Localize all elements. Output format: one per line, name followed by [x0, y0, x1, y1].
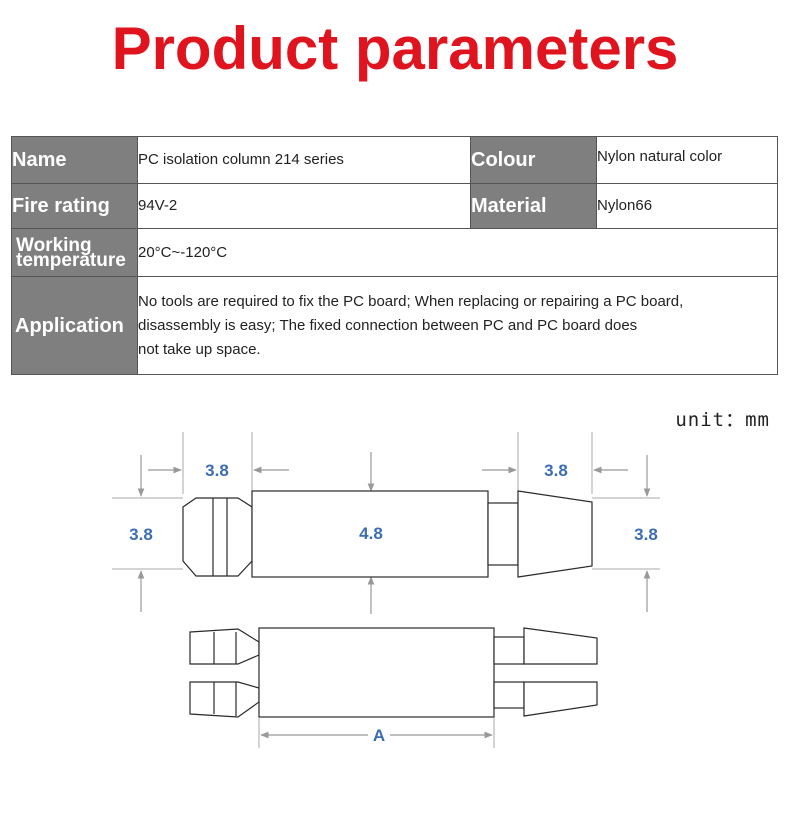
name-label: Name [11, 136, 138, 184]
dimension-labels: 3.8 3.8 3.8 4.8 3.8 A [129, 461, 658, 745]
working-label-line2: temperature [16, 249, 126, 271]
spacer-bottom-view [189, 627, 598, 718]
dim-bottom-length: A [373, 726, 385, 745]
table-row: Fire rating 94V-2 Material Nylon66 [11, 183, 778, 229]
extension-lines [112, 432, 660, 748]
parameters-table: Name PC isolation column 214 series Colo… [11, 136, 778, 375]
application-label: Application [11, 276, 138, 375]
table-row: Application No tools are required to fix… [11, 276, 778, 375]
dim-left-side: 3.8 [129, 525, 153, 544]
application-value: No tools are required to fix the PC boar… [137, 276, 778, 375]
spacer-side-view [182, 490, 593, 578]
dim-left-top: 3.8 [205, 461, 229, 480]
dim-right-top: 3.8 [544, 461, 568, 480]
dimension-arrows [137, 452, 651, 739]
application-line-1: No tools are required to fix the PC boar… [138, 292, 684, 310]
fire-rating-label: Fire rating [11, 183, 138, 229]
colour-value: Nylon natural color [596, 136, 778, 184]
material-label: Material [470, 183, 597, 229]
unit-label: unit：mm [675, 409, 770, 431]
application-line-3: not take up space. [138, 340, 261, 358]
working-temperature-label: Working temperature [11, 228, 138, 277]
page-title: Product parameters [111, 15, 679, 82]
fire-rating-value: 94V-2 [137, 183, 471, 229]
application-line-2: disassembly is easy; The fixed connectio… [138, 316, 638, 334]
material-value: Nylon66 [596, 183, 778, 229]
working-label-line1: Working [16, 234, 92, 256]
table-row: Name PC isolation column 214 series Colo… [11, 136, 778, 184]
dim-right-side: 3.8 [634, 525, 658, 544]
dim-center: 4.8 [359, 524, 383, 543]
